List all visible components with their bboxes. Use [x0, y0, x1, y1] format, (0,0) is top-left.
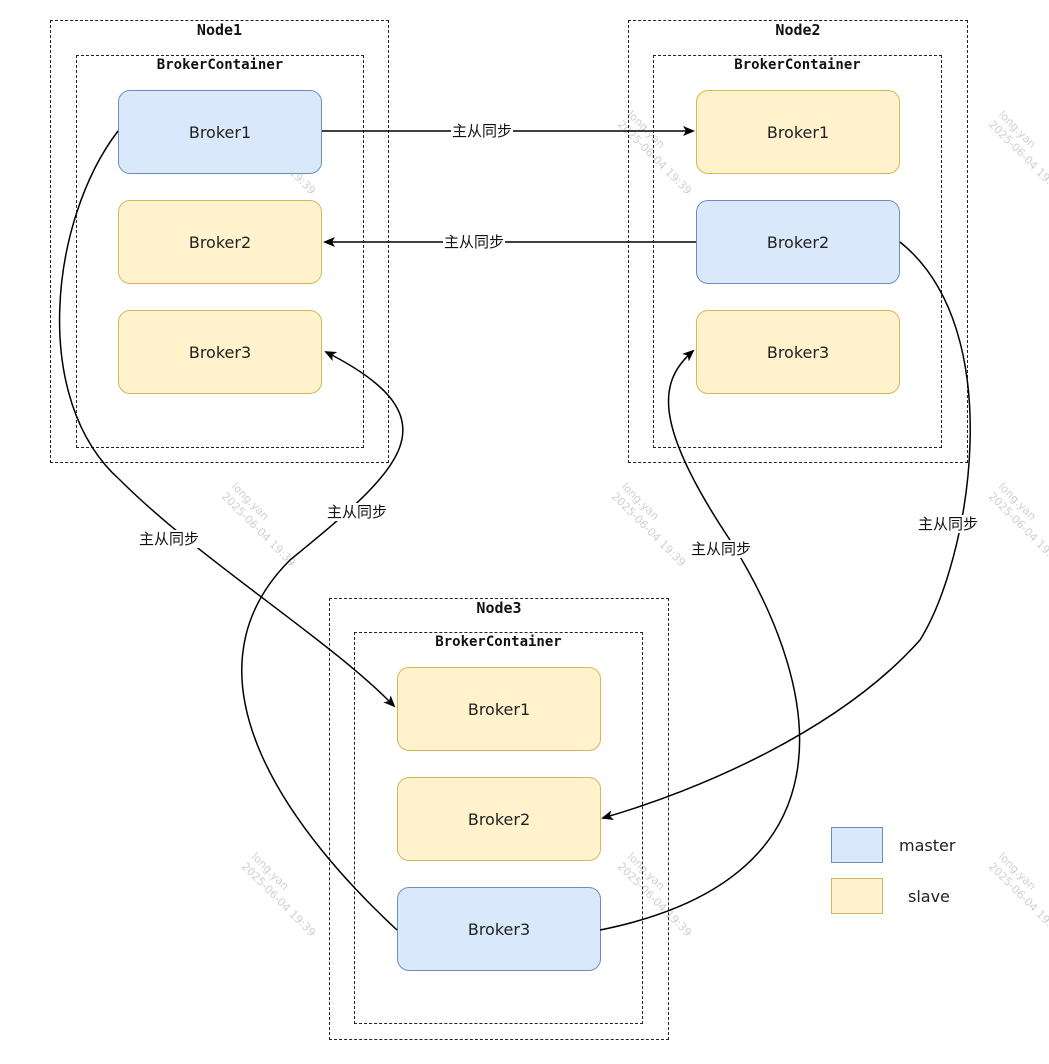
broker-label: Broker1: [188, 122, 252, 142]
sync-arrow-n2b2-to-n3b2: [601, 241, 971, 821]
broker-label: Broker2: [467, 809, 531, 829]
broker-label: Broker3: [766, 342, 830, 362]
node3-broker-container: BrokerContainer: [354, 632, 643, 1024]
broker-label: Broker3: [467, 919, 531, 939]
node3-container-title: BrokerContainer: [435, 634, 562, 650]
node1-title: Node1: [196, 21, 243, 39]
legend-master-swatch: [831, 827, 883, 863]
broker-label: Broker2: [188, 232, 252, 252]
edge-label: 主从同步: [690, 540, 753, 558]
edge-label: 主从同步: [326, 503, 389, 521]
legend-slave-label: slave: [908, 887, 950, 906]
node3-broker3[interactable]: Broker3: [397, 887, 601, 971]
node3-title: Node3: [476, 599, 522, 617]
edge-label: 主从同步: [443, 233, 506, 251]
node2-broker-container: BrokerContainer: [653, 55, 942, 448]
node3-broker2[interactable]: Broker2: [397, 777, 601, 861]
node1-broker3[interactable]: Broker3: [118, 310, 322, 394]
node2-title: Node2: [775, 21, 821, 39]
broker-label: Broker2: [766, 232, 830, 252]
node2-container-title: BrokerContainer: [734, 57, 861, 73]
edge-label: 主从同步: [451, 122, 514, 140]
sync-arrow-n1b1-to-n3b1: [58, 130, 396, 708]
sync-arrow-n3b3-to-n2b3: [599, 349, 801, 931]
node2-broker1[interactable]: Broker1: [696, 90, 900, 174]
broker-label: Broker1: [467, 699, 531, 719]
node1-broker1[interactable]: Broker1: [118, 90, 322, 174]
node3-broker1[interactable]: Broker1: [397, 667, 601, 751]
node3-box: Node3: [329, 598, 669, 1040]
node1-container-title: BrokerContainer: [156, 57, 284, 73]
broker-label: Broker3: [188, 342, 252, 362]
legend-master-label: master: [899, 836, 956, 855]
edge-label: 主从同步: [917, 515, 980, 533]
edge-label: 主从同步: [138, 530, 201, 548]
sync-arrow-n3b3-to-n1b3: [241, 351, 404, 931]
node2-broker2[interactable]: Broker2: [696, 200, 900, 284]
legend-slave-swatch: [831, 878, 883, 914]
broker-label: Broker1: [766, 122, 830, 142]
node1-broker-container: BrokerContainer: [76, 55, 364, 448]
node2-broker3[interactable]: Broker3: [696, 310, 900, 394]
node1-broker2[interactable]: Broker2: [118, 200, 322, 284]
